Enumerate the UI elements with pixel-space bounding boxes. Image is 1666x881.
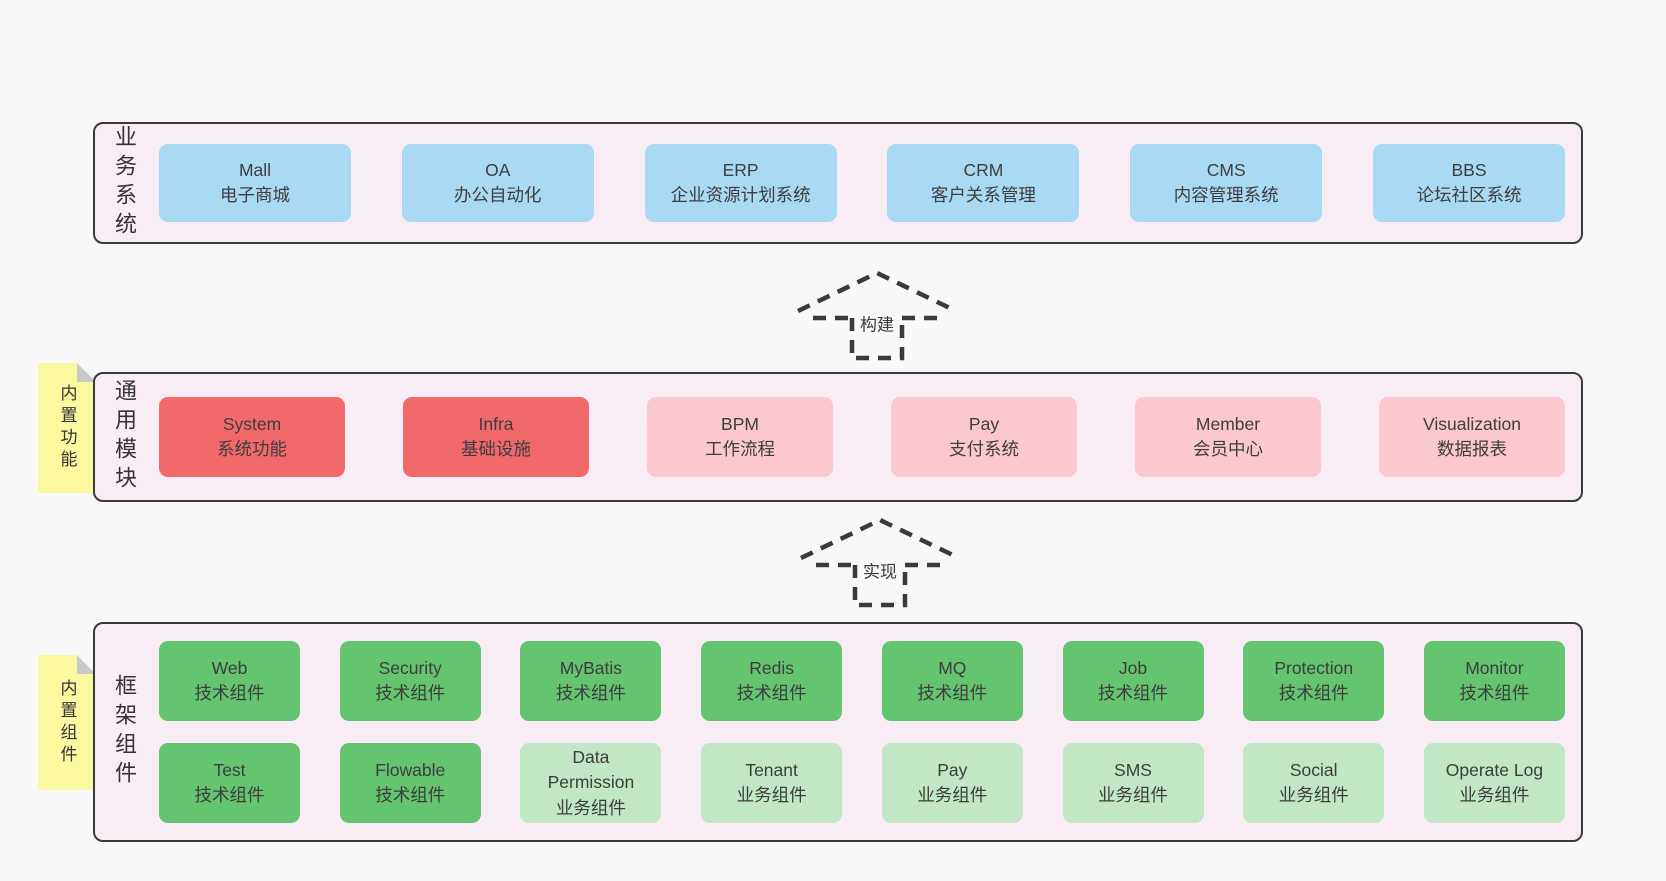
box-visualization: Visualization 数据报表 bbox=[1379, 397, 1565, 477]
box-protection: Protection 技术组件 bbox=[1243, 641, 1385, 721]
box-crm: CRM 客户关系管理 bbox=[887, 144, 1080, 222]
section-modules-label: 通用模块 bbox=[112, 379, 137, 495]
box-oa: OA 办公自动化 bbox=[401, 144, 594, 222]
box-pay-component: Pay 业务组件 bbox=[881, 743, 1023, 823]
box-mq: MQ 技术组件 bbox=[881, 641, 1023, 721]
section-business-label: 业务系统 bbox=[112, 125, 137, 241]
arrow-implement: 实现 bbox=[795, 508, 965, 608]
box-test: Test 技术组件 bbox=[159, 743, 300, 823]
box-cms: CMS 内容管理系统 bbox=[1130, 144, 1323, 222]
modules-boxes-row: System 系统功能 Infra 基础设施 BPM 工作流程 Pay 支付系统… bbox=[153, 374, 1581, 500]
box-job: Job 技术组件 bbox=[1062, 641, 1204, 721]
arrow-build: 构建 bbox=[792, 261, 962, 361]
box-security: Security 技术组件 bbox=[339, 641, 481, 721]
box-erp: ERP 企业资源计划系统 bbox=[644, 144, 837, 222]
section-business-systems: 业务系统 Mall 电子商城 OA 办公自动化 ERP 企业资源计划系统 CRM… bbox=[93, 122, 1583, 244]
up-arrow-icon bbox=[797, 270, 957, 361]
box-data-permission: Data Permission 业务组件 bbox=[520, 743, 662, 823]
tag-built-in-components: 内置组件 bbox=[38, 655, 96, 790]
framework-boxes-grid: Web 技术组件 Security 技术组件 MyBatis 技术组件 Redi… bbox=[153, 624, 1581, 840]
section-framework-label: 框架组件 bbox=[112, 674, 137, 790]
box-infra: Infra 基础设施 bbox=[403, 397, 589, 477]
up-arrow-icon bbox=[800, 517, 960, 608]
box-social: Social 业务组件 bbox=[1243, 743, 1385, 823]
box-bpm: BPM 工作流程 bbox=[647, 397, 833, 477]
box-monitor: Monitor 技术组件 bbox=[1423, 641, 1565, 721]
box-mall: Mall 电子商城 bbox=[159, 144, 351, 222]
tag-built-in-features: 内置功能 bbox=[38, 363, 96, 493]
box-flowable: Flowable 技术组件 bbox=[339, 743, 481, 823]
box-system: System 系统功能 bbox=[159, 397, 345, 477]
section-framework-components: 框架组件 Web 技术组件 Security 技术组件 MyBatis 技术组件… bbox=[93, 622, 1583, 842]
box-pay-module: Pay 支付系统 bbox=[891, 397, 1077, 477]
box-web: Web 技术组件 bbox=[159, 641, 300, 721]
box-operate-log: Operate Log 业务组件 bbox=[1423, 743, 1565, 823]
box-bbs: BBS 论坛社区系统 bbox=[1372, 144, 1565, 222]
box-sms: SMS 业务组件 bbox=[1062, 743, 1204, 823]
box-tenant: Tenant 业务组件 bbox=[701, 743, 843, 823]
arrow-implement-label: 实现 bbox=[861, 557, 899, 583]
business-boxes-row: Mall 电子商城 OA 办公自动化 ERP 企业资源计划系统 CRM 客户关系… bbox=[153, 124, 1581, 242]
framework-row-business: Test 技术组件 Flowable 技术组件 Data Permission … bbox=[159, 743, 1565, 823]
box-redis: Redis 技术组件 bbox=[701, 641, 843, 721]
section-common-modules: 通用模块 System 系统功能 Infra 基础设施 BPM 工作流程 Pay… bbox=[93, 372, 1583, 502]
framework-row-technical: Web 技术组件 Security 技术组件 MyBatis 技术组件 Redi… bbox=[159, 641, 1565, 721]
arrow-build-label: 构建 bbox=[858, 310, 896, 336]
box-member: Member 会员中心 bbox=[1135, 397, 1321, 477]
box-mybatis: MyBatis 技术组件 bbox=[520, 641, 662, 721]
